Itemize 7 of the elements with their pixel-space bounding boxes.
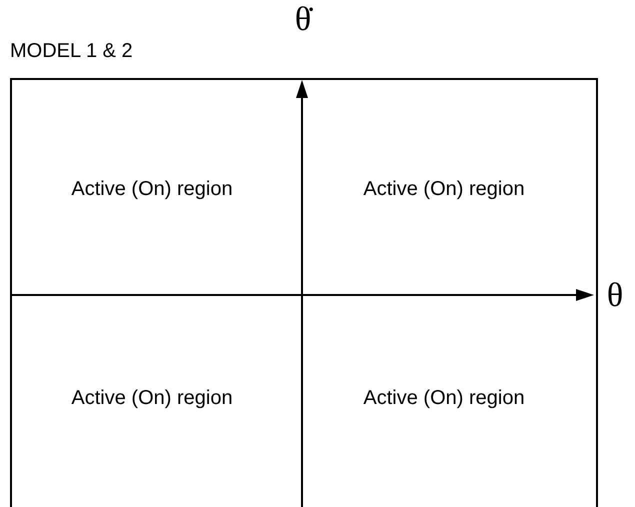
region-label: Active (On) region: [70, 177, 234, 202]
region-label: Active (On) region: [70, 386, 234, 411]
region-label: Active (On) region: [362, 177, 526, 202]
axis-label: θ̇: [294, 0, 314, 40]
region-label: Active (On) region: [362, 386, 526, 411]
axis-label: θ: [606, 276, 624, 316]
diagram-title: MODEL 1 & 2: [10, 39, 133, 64]
